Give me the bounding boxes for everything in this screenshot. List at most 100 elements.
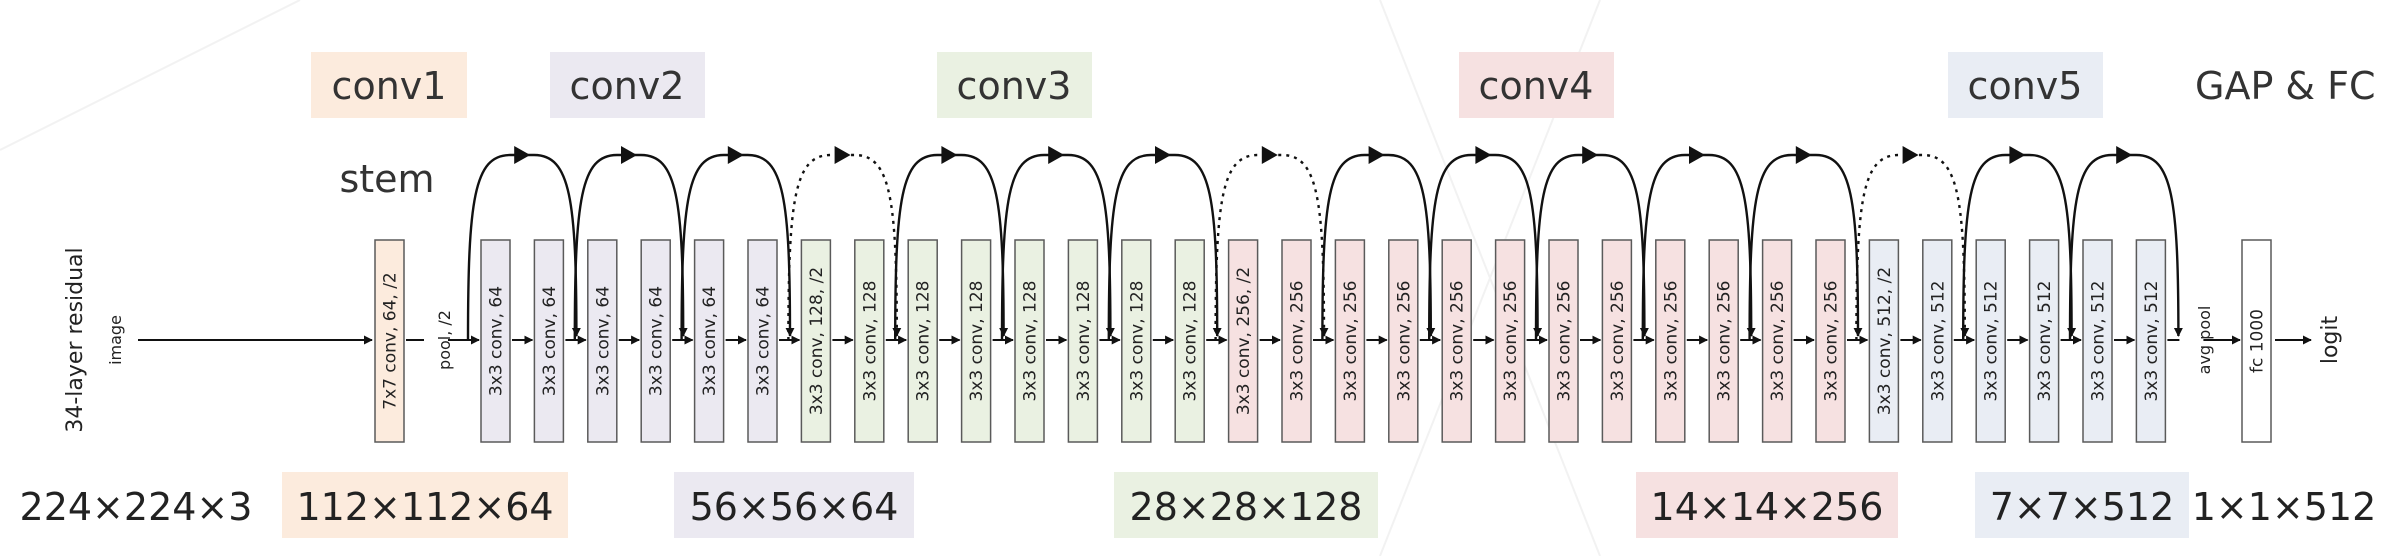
stage-header-bg: [937, 52, 1092, 118]
network-title: 34-layer residual: [63, 247, 88, 432]
layer-label: 3x3 conv, 64: [754, 286, 774, 396]
layer-label: 3x3 conv, 256, /2: [1234, 267, 1254, 415]
dimension-label: 14×14×256: [1651, 485, 1884, 529]
stage-header-conv5: conv5: [1948, 52, 2103, 118]
layer-label: 3x3 conv, 256: [1288, 281, 1308, 402]
stage-header-bg: [1459, 52, 1614, 118]
layer-label: 3x3 conv, 64: [540, 286, 560, 396]
layer-label: 3x3 conv, 256: [1501, 281, 1521, 402]
layer-label: 3x3 conv, 256: [1661, 281, 1681, 402]
skip-arrowhead: [1689, 146, 1705, 164]
layer-box: [2135, 239, 2167, 443]
dimension-label: 28×28×128: [1130, 485, 1363, 529]
skip-arrowhead: [1155, 146, 1171, 164]
stage-header-conv4: conv4: [1459, 52, 1614, 118]
layer-label: 3x3 conv, 256: [1768, 281, 1788, 402]
layer-box: [1494, 239, 1526, 443]
skip-arrowhead: [2116, 146, 2133, 164]
dimension-label: 1×1×512: [2192, 485, 2377, 529]
layer-label: 3x3 conv, 64: [593, 286, 613, 396]
layer-box: [693, 239, 725, 443]
projection-skip-connection: [1214, 153, 1329, 341]
dimension-label: 224×224×3: [20, 485, 253, 529]
layer-label: 3x3 conv, 64: [647, 286, 667, 396]
layer-box: [800, 239, 832, 443]
layer-box: [2241, 239, 2272, 443]
stage-label-conv5: conv5: [1968, 64, 2083, 108]
skip-arrowhead: [1795, 146, 1812, 164]
skip-arrowhead: [514, 146, 531, 164]
dimension-label-bg: [282, 472, 568, 538]
layer-box: [1868, 239, 1900, 443]
dimension-label-bg: [674, 472, 914, 538]
layer-box: [1067, 239, 1099, 443]
stage-header-conv3: conv3: [937, 52, 1092, 118]
pool-label: pool, /2: [435, 310, 454, 370]
projection-skip-connection: [787, 153, 902, 341]
layer-box: [1014, 239, 1045, 443]
skip-arrowhead: [834, 146, 851, 164]
layer-label: 3x3 conv, 128: [1074, 281, 1094, 402]
layer-label: 3x3 conv, 512: [2035, 281, 2055, 402]
layer-box: [533, 239, 565, 443]
skip-arrowhead: [621, 146, 637, 164]
stage-label-conv1: conv1: [332, 64, 447, 108]
layer-label: 3x3 conv, 64: [700, 286, 720, 396]
layer-label: 3x3 conv, 256: [1822, 281, 1842, 402]
layer-box: [374, 239, 405, 443]
layer-box: [1121, 239, 1152, 443]
layer-label: 3x3 conv, 256: [1555, 281, 1575, 402]
layer-box: [854, 239, 885, 443]
stage-label-gap-fc: GAP & FC: [2195, 64, 2376, 108]
layer-label: 3x3 conv, 64: [487, 286, 507, 396]
skip-arrowhead: [1368, 146, 1385, 164]
skip-arrowhead: [727, 146, 744, 164]
layer-label: 3x3 conv, 128, /2: [807, 267, 827, 415]
layer-label: 7x7 conv, 64, /2: [381, 272, 401, 409]
stage-header-bg: [550, 52, 705, 118]
skip-arrowhead: [1475, 146, 1492, 164]
layer-label: 3x3 conv, 256: [1448, 281, 1468, 402]
layer-label: 3x3 conv, 128: [914, 281, 934, 402]
dimension-label-bg: [1975, 472, 2189, 538]
layer-box: [480, 239, 511, 443]
layer-box: [1655, 239, 1686, 443]
layer-label: 3x3 conv, 512: [2142, 281, 2162, 402]
layer-label: 3x3 conv, 128: [860, 281, 880, 402]
layer-label: 3x3 conv, 512: [2089, 281, 2109, 402]
layer-label: 3x3 conv, 128: [1021, 281, 1041, 402]
layers: 7x7 conv, 64, /2 3x3 conv, 64 3x3 conv, 64…: [374, 239, 2272, 443]
layer-box: [1975, 239, 2006, 443]
dimension-label: 112×112×64: [296, 485, 553, 529]
layer-box: [960, 239, 992, 443]
layer-box: [1761, 239, 1793, 443]
layer-box: [1815, 239, 1846, 443]
dimension-labels: 224×224×3 112×112×64 56×56×64 28×28×128 …: [20, 472, 2377, 538]
skip-connections: [466, 146, 2183, 341]
dimension-label-bg: [1114, 472, 1378, 538]
layer-label: 3x3 conv, 128: [1127, 281, 1147, 402]
dimension-label-bg: [1636, 472, 1898, 538]
layer-box: [907, 239, 938, 443]
layer-label: 3x3 conv, 512: [1982, 281, 2002, 402]
layer-box: [1601, 239, 1633, 443]
stage-header-bg: [311, 52, 467, 118]
layer-box: [1548, 239, 1579, 443]
layer-label: 3x3 conv, 128: [967, 281, 987, 402]
stage-label-conv2: conv2: [570, 64, 685, 108]
layer-box: [1388, 239, 1419, 443]
layer-box: [1334, 239, 1366, 443]
layer-label: fc 1000: [2248, 309, 2268, 373]
layer-label: 3x3 conv, 256: [1608, 281, 1628, 402]
layer-box: [747, 239, 778, 443]
layer-box: [1281, 239, 1312, 443]
stage-header-conv2: conv2: [550, 52, 705, 118]
layer-box: [1227, 239, 1259, 443]
projection-skip-connection: [1855, 153, 1970, 341]
layer-box: [587, 239, 618, 443]
layer-label: 3x3 conv, 128: [1181, 281, 1201, 402]
skip-arrowhead: [1048, 146, 1065, 164]
layer-box: [2028, 239, 2060, 443]
dimension-label: 7×7×512: [1990, 485, 2175, 529]
